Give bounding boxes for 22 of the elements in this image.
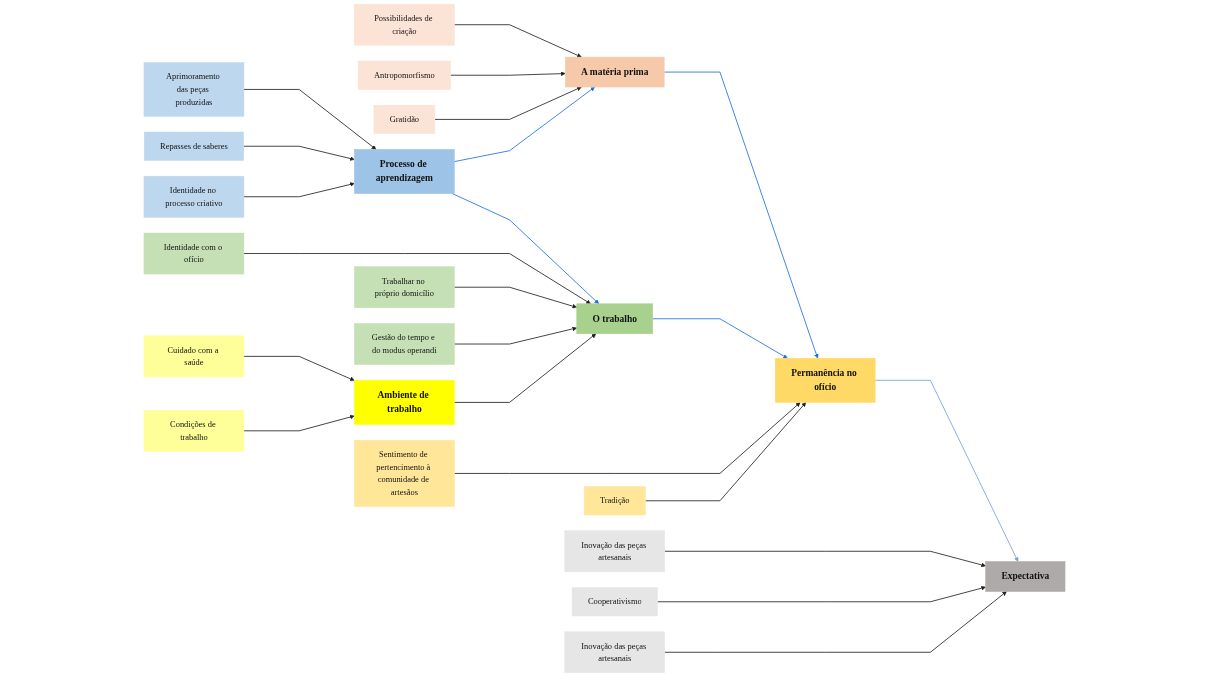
node-box: Cuidado com a saúde (143, 335, 245, 378)
node-box: Trabalhar no próprio domicílio (354, 266, 455, 308)
node-box: Repasses de saberes (144, 131, 244, 161)
node-box: Identidade no processo criativo (143, 175, 245, 218)
node-box: Inovação das peças artesanais (564, 530, 665, 573)
node-box: Condições de trabalho (143, 410, 245, 452)
node-box: Permanência no ofício (774, 357, 876, 403)
node-box: Aprimoramento das peças produzidas (143, 62, 245, 117)
node-box: Gestão do tempo e do modus operandi (354, 323, 455, 365)
node-box: Gratidão (373, 104, 436, 134)
node-box: Ambiente de trabalho (354, 380, 455, 425)
node-box: Identidade com o ofício (143, 232, 245, 275)
node-box: Processo de aprendizagem (354, 149, 455, 194)
node-box: A matéria prima (565, 56, 665, 88)
node-box: Possibilidades de criação (354, 3, 455, 46)
node-box: Expectativa (985, 561, 1066, 592)
node-box: Tradição (583, 486, 646, 516)
node-box: Cooperativismo (571, 587, 658, 617)
node-box: Sentimento de pertencimento à comunidade de artesãos (354, 440, 455, 507)
node-box: Inovação das peças artesanais (564, 631, 665, 674)
node-box: Antropomorfismo (357, 60, 451, 90)
node-box: O trabalho (576, 303, 654, 335)
